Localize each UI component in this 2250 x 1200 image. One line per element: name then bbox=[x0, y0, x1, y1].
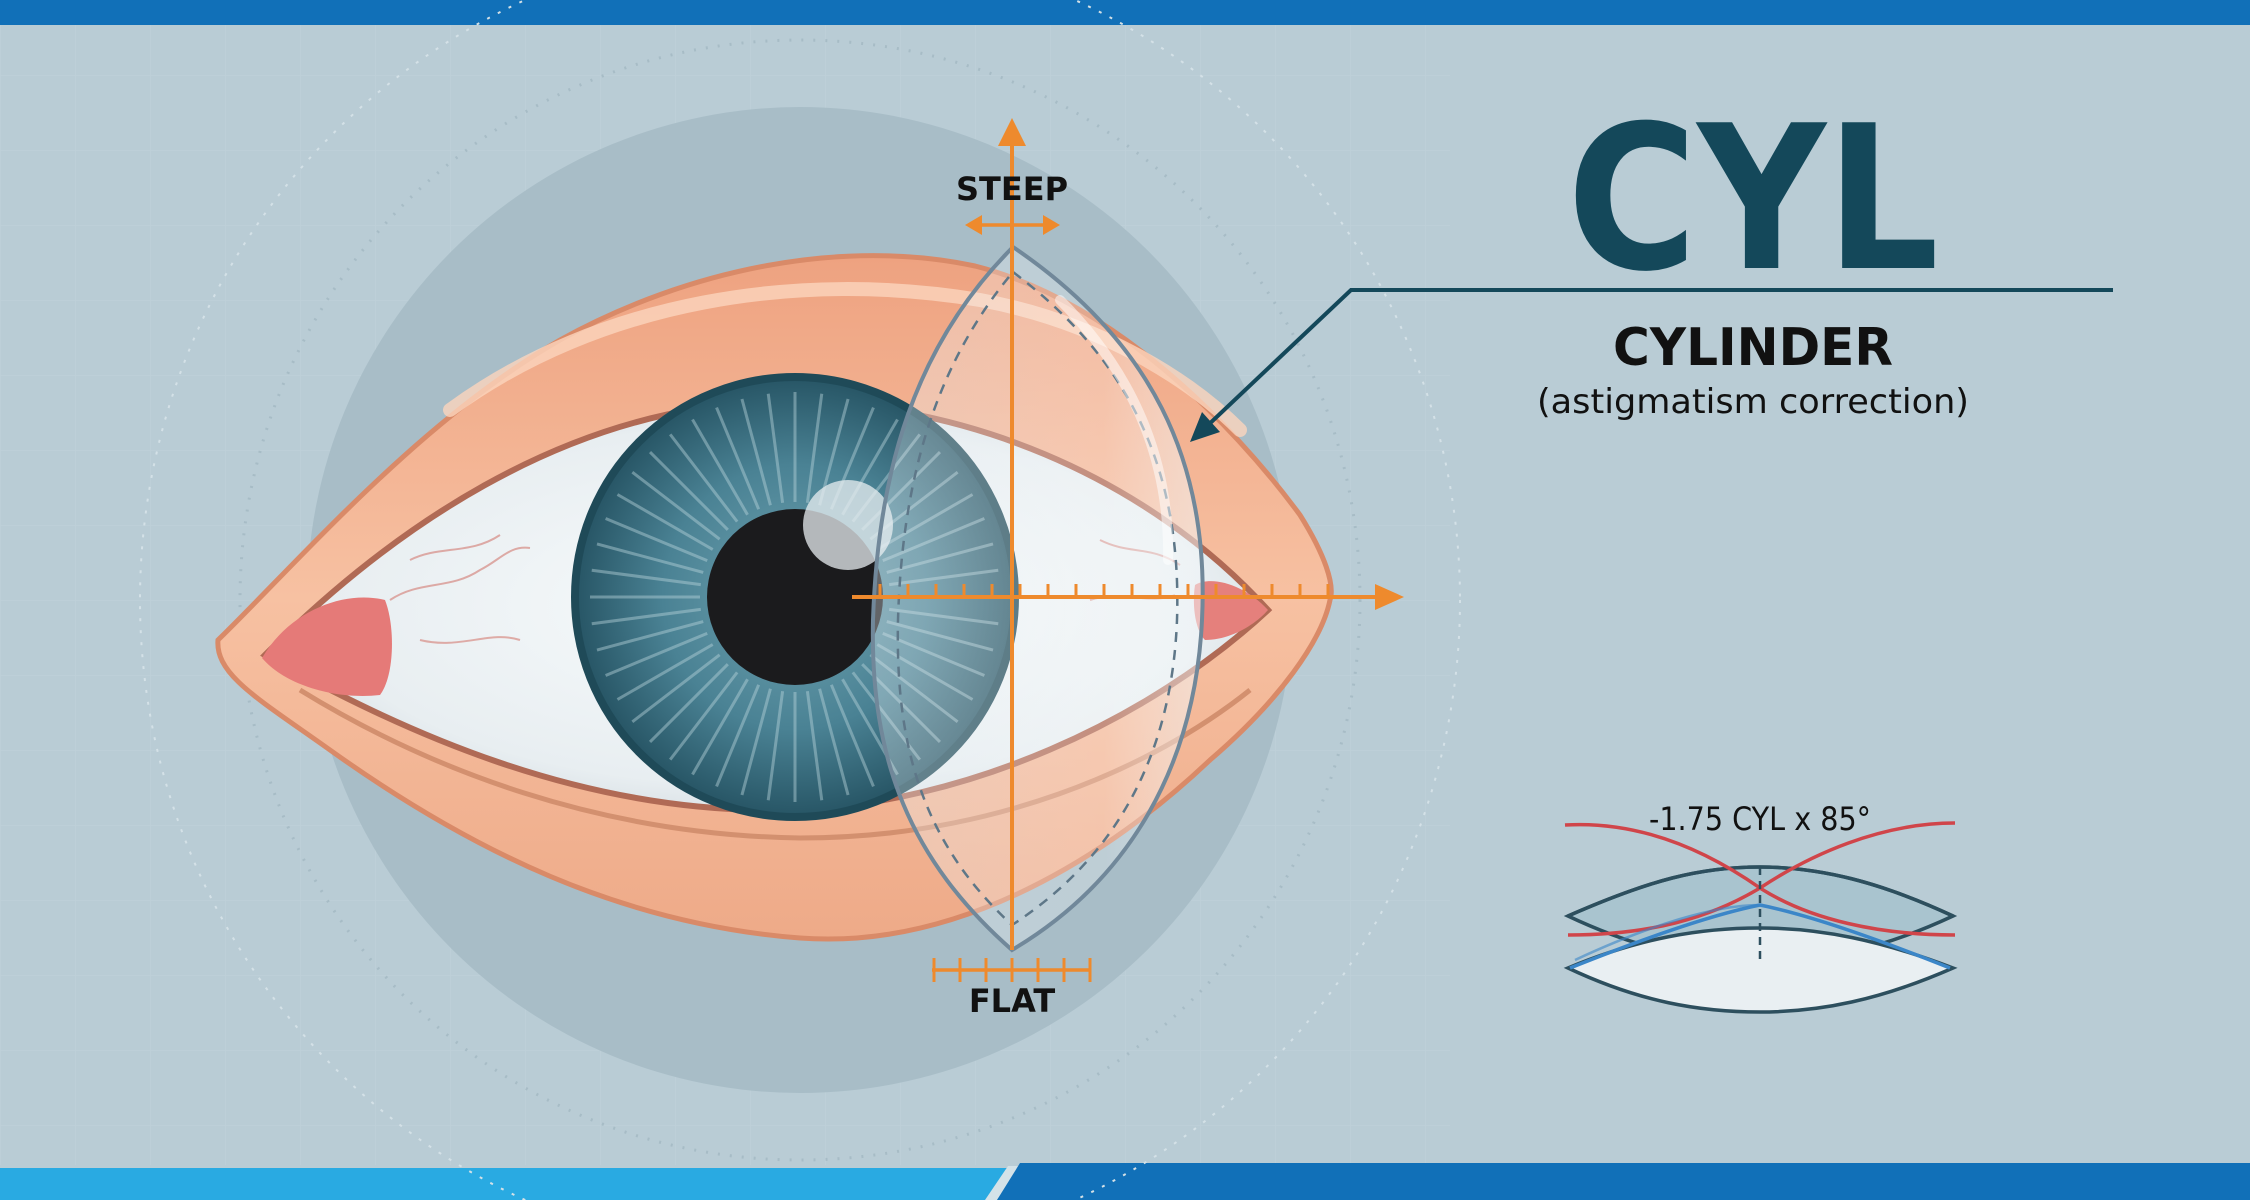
iris-ray bbox=[591, 568, 702, 587]
title-cyl: CYL bbox=[1567, 83, 1939, 316]
iris-ray bbox=[715, 407, 761, 510]
axis-overlay bbox=[852, 118, 1404, 982]
iris-ray bbox=[829, 684, 875, 787]
iris-ray bbox=[766, 690, 785, 801]
subtitle-cylinder: CYLINDER bbox=[1613, 318, 1893, 378]
iris-ray bbox=[616, 643, 714, 701]
bottom-bar-dark bbox=[997, 1163, 2250, 1200]
bottom-bar-light bbox=[0, 1168, 1010, 1200]
iris-ray bbox=[818, 688, 850, 796]
iris-ray bbox=[740, 688, 772, 796]
iris-ray bbox=[605, 631, 708, 677]
iris-ray bbox=[596, 620, 704, 652]
lens-shine bbox=[1055, 295, 1174, 565]
iris-ray bbox=[740, 398, 772, 506]
iris-ray bbox=[631, 471, 721, 541]
iris-ray bbox=[669, 671, 739, 761]
iris-ray bbox=[596, 542, 704, 574]
toric-lens-cross-section: -1.75 CYL x 85° bbox=[1563, 800, 1958, 1014]
horizontal-axis-ticks bbox=[878, 584, 1330, 597]
iris-ray bbox=[631, 653, 721, 723]
dotted-ring-middle bbox=[238, 38, 1362, 1162]
iris-ray bbox=[648, 450, 729, 531]
iris-ray bbox=[715, 684, 761, 787]
iris-ray bbox=[669, 433, 739, 523]
flat-label: FLAT bbox=[969, 982, 1056, 1020]
iris-ray bbox=[766, 393, 785, 504]
dotted-ring-outer bbox=[139, 0, 1461, 1200]
iris-ray bbox=[605, 517, 708, 563]
steep-arrow-right bbox=[1043, 215, 1060, 235]
subtitle-note: (astigmatism correction) bbox=[1537, 382, 1969, 422]
iris-ray bbox=[648, 663, 729, 744]
iris-ray bbox=[691, 678, 749, 776]
vertical-axis-arrowhead bbox=[998, 118, 1026, 146]
horizontal-axis-arrowhead bbox=[1375, 584, 1404, 610]
inner-tear-duct bbox=[262, 597, 392, 696]
steep-arrow-left bbox=[965, 215, 982, 235]
pointer-line bbox=[1203, 288, 2113, 430]
bottom-bar-divider bbox=[985, 1166, 1020, 1200]
top-bar bbox=[0, 0, 2250, 25]
iris-ray bbox=[591, 607, 702, 626]
pointer-arrowhead bbox=[1190, 412, 1220, 442]
upper-lid-highlight bbox=[443, 282, 1247, 437]
iris-ray bbox=[616, 493, 714, 551]
pupil-highlight bbox=[803, 480, 893, 570]
iris-ray bbox=[805, 690, 824, 801]
iris-ray bbox=[805, 393, 824, 504]
lower-lens-section bbox=[1563, 926, 1958, 1014]
steep-label: STEEP bbox=[956, 170, 1068, 208]
blue-meridian-b bbox=[1574, 903, 1761, 962]
prescription-label: -1.75 CYL x 85° bbox=[1649, 800, 1871, 838]
flat-ruler-ticks bbox=[932, 958, 1092, 982]
iris-ray bbox=[691, 418, 749, 516]
